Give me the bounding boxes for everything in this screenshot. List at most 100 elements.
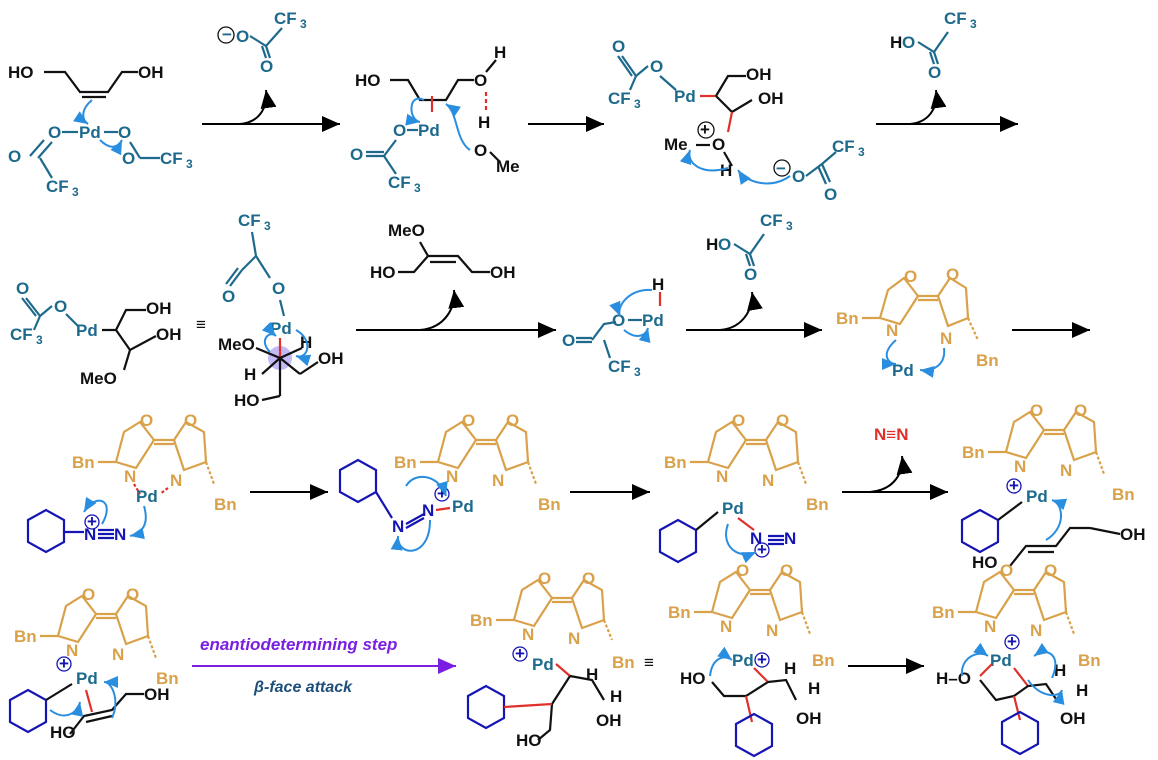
row2-arrow1 [356,289,556,338]
label-oh: OH [1060,709,1086,728]
row1-tfa-acid: H O O CF 3 [890,9,977,82]
label-bn: Bn [214,495,237,514]
row1-species2-methanol-attack: HO O H H O Me O Pd O CF 3 [350,43,520,195]
label-n: N [984,617,996,636]
row4-species1-migratory-insertion-ts: Bn O N O N Bn Pd + HO OH [8,585,179,742]
label-subscript: 3 [72,185,79,199]
label-cf: CF [160,149,183,168]
label-pd: Pd [136,487,158,506]
label-pd: Pd [990,651,1012,670]
label-n: N [720,617,732,636]
plus-sign: + [87,512,97,531]
label-dinitrogen: N≡N [874,425,908,444]
label-h: H [652,275,664,294]
label-ho: HO [234,391,260,410]
label-subscript: 3 [264,219,271,233]
label-pd: Pd [732,651,754,670]
label-bn: Bn [806,495,829,514]
label-o: O [928,63,941,82]
label-n: N [392,517,404,536]
label-oh: OH [490,263,516,282]
row3-species3-pd-aryl: Bn O N O N Bn Pd N N + [658,411,829,564]
label-h: H [610,687,622,706]
label-bn: Bn [668,603,691,622]
equivalence-sign: ≡ [644,653,654,672]
step-subtitle: -face attack [264,679,353,696]
label-n: N [522,625,534,644]
label-n: N [568,629,580,648]
label-o: O [350,145,363,164]
label-n: N [446,467,458,486]
row3-species4-alkene-coordination: Bn O N O N Bn Pd + HO OH [960,401,1146,572]
label-oh: OH [796,709,822,728]
label-bn: Bn [962,443,985,462]
label-h: H [244,365,256,384]
row1-arrow1 [202,89,340,132]
row1-species1-pd-tfa-alkene: HO OH O Pd O O CF 3 O CF 3 [8,63,193,199]
label-n: N [762,471,774,490]
label-ho: HO [972,553,998,572]
label-h: H [890,33,902,52]
label-o: O [736,561,749,580]
row1-species3-oxonium: O O CF 3 Pd OH OH O + Me H − O O CF 3 [608,37,865,204]
row2-species5-newman: CF 3 O O Pd MeO H H OH HO [218,211,344,410]
plus-sign: + [1007,632,1017,651]
label-o: O [222,287,235,306]
label-cf: CF [46,177,69,196]
label-oh: OH [138,63,164,82]
label-n: N [66,641,78,660]
label-n: N [1060,461,1072,480]
label-o: O [562,331,575,350]
label-h: H [784,659,796,678]
minus-sign: − [776,159,786,178]
label-subscript: 3 [36,333,43,347]
row3-n2-loss: N≡N [874,425,908,444]
label-ho: HO [355,71,381,90]
label-bn: Bn [836,309,859,328]
label-pd: Pd [76,669,98,688]
label-pd: Pd [892,361,914,380]
row4-enantiodetermining-arrow: enantiodetermining step β -face attack [192,635,456,696]
label-cf: CF [608,357,631,376]
row2-species4-alkyl-pd: O O CF 3 Pd OH OH MeO ≡ [10,279,206,388]
label-h: H [1076,681,1088,700]
label-cf: CF [832,137,855,156]
label-o: O [118,123,131,142]
label-h: H [720,161,732,180]
label-bn: Bn [932,603,955,622]
label-o: O [824,185,837,204]
label-o: O [650,57,663,76]
label-pd: Pd [722,499,744,518]
label-o: O [16,279,29,298]
label-o: O [1074,401,1087,420]
label-h: H [1054,661,1066,680]
label-ho: HO [370,263,396,282]
label-pd: Pd [532,655,554,674]
label-h: H [586,665,598,684]
label-subscript: 3 [634,365,641,379]
row4-species4-beta-hydride: Bn O N O N Bn Pd + H–O H H OH [932,561,1101,756]
label-n: N [940,329,952,348]
label-n: N [766,621,778,640]
label-bn: Bn [72,453,95,472]
label-o: O [54,297,67,316]
label-cf: CF [274,9,297,28]
label-me: Me [496,157,520,176]
label-o: O [140,411,153,430]
label-o: O [538,569,551,588]
label-n: N [112,645,124,664]
row3-species2-pd-azo: Bn O N O N Bn Pd + N N [338,411,561,552]
label-o: O [474,71,487,90]
label-cf: CF [388,173,411,192]
label-bn: Bn [976,351,999,370]
label-oh: OH [758,89,784,108]
label-subscript: 3 [186,157,193,171]
plus-sign: + [757,650,767,669]
label-o: O [506,411,519,430]
label-pd: Pd [76,321,98,340]
label-o: O [1000,561,1013,580]
label-o: O [904,267,917,286]
label-bn: Bn [14,627,37,646]
label-o: O [82,585,95,604]
label-o: O [946,265,959,284]
